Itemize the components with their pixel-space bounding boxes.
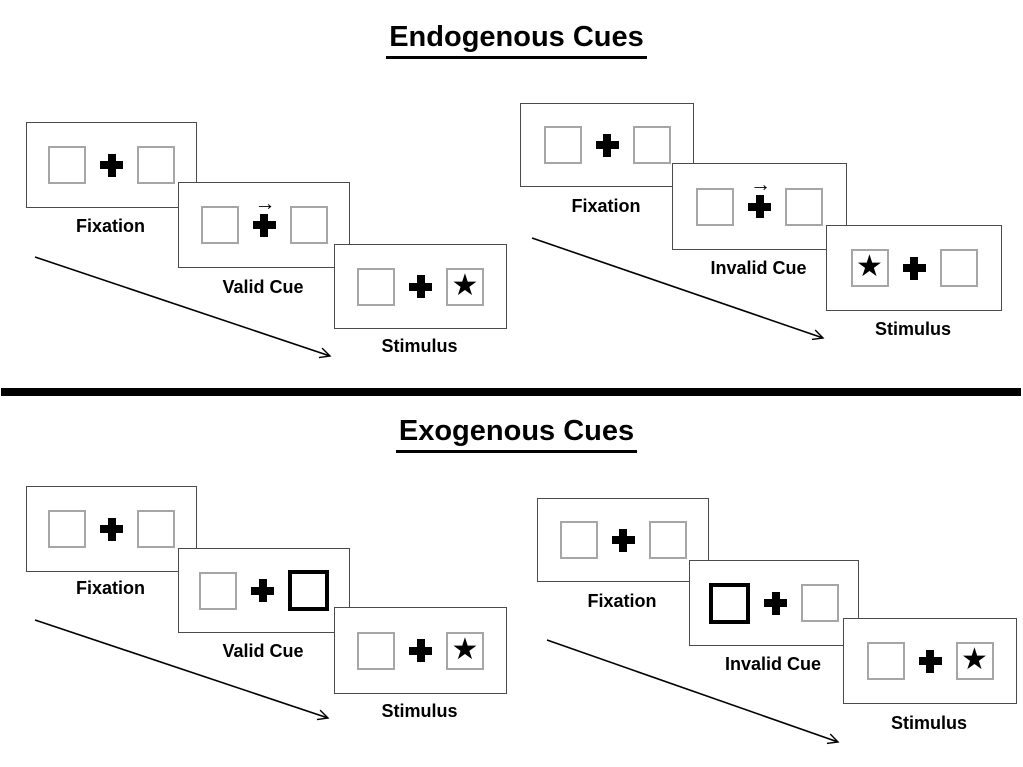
fixation-cross-icon: [764, 591, 787, 615]
right-box: [648, 521, 687, 559]
right-box: [137, 146, 175, 184]
stimulus-panel: ★: [334, 244, 507, 329]
cue-arrow-icon: →: [254, 191, 276, 215]
left-box: [357, 267, 395, 306]
invalid-cue-panel: [689, 560, 859, 646]
left-box: [543, 126, 582, 164]
fixation-panel: [520, 103, 694, 187]
right-box-highlighted-cue: [288, 570, 329, 611]
right-box: [289, 206, 328, 244]
fixation-panel: [537, 498, 709, 582]
section-title-exogenous: Exogenous Cues: [0, 415, 1023, 453]
left-box: [696, 187, 734, 226]
left-box: [559, 521, 598, 559]
sequence-arrow: [34, 256, 332, 359]
target-star-icon: ★: [451, 268, 479, 302]
invalid-cue-panel: →: [672, 163, 847, 250]
sequence-arrow: [531, 237, 825, 341]
panel-label-fixation: Fixation: [571, 196, 641, 216]
valid-cue-panel: [178, 548, 350, 633]
stimulus-panel: ★: [843, 618, 1017, 704]
fixation-cross-icon: [100, 153, 123, 177]
target-star-icon: ★: [856, 250, 883, 283]
panel-label-fixation: Fixation: [587, 591, 657, 611]
left-box: [48, 146, 86, 184]
fixation-cross-icon: →: [252, 193, 276, 237]
panel-label-stimulus: Stimulus: [381, 336, 458, 356]
left-box-highlighted-cue: [709, 582, 750, 624]
left-box: [200, 206, 239, 244]
section-title-text: Exogenous Cues: [395, 415, 638, 453]
target-star-icon: ★: [961, 643, 988, 676]
section-title-endogenous: Endogenous Cues: [0, 21, 1023, 59]
panel-label-stimulus: Stimulus: [890, 713, 967, 733]
panel-label-fixation: Fixation: [75, 216, 145, 236]
left-box: [866, 642, 905, 680]
panel-label-stimulus: Stimulus: [874, 319, 951, 339]
panel-label-valid-cue: Valid Cue: [222, 277, 304, 297]
fixation-cross-icon: [409, 639, 432, 662]
panel-label-fixation: Fixation: [75, 578, 145, 598]
stimulus-panel: ★: [826, 225, 1002, 311]
right-box: [939, 249, 978, 287]
valid-cue-panel: →: [178, 182, 350, 268]
fixation-cross-icon: →: [748, 174, 771, 218]
right-box: [137, 510, 175, 548]
panel-label-valid-cue: Valid Cue: [222, 641, 304, 661]
panel-label-invalid-cue: Invalid Cue: [710, 258, 807, 278]
fixation-panel: [26, 486, 197, 572]
fixation-cross-icon: [595, 133, 619, 157]
target-star-icon: ★: [451, 632, 479, 666]
fixation-cross-icon: [918, 649, 942, 673]
sequence-arrow: [34, 619, 330, 721]
sequence-arrow: [546, 639, 840, 745]
right-box: ★: [446, 267, 484, 306]
fixation-panel: [26, 122, 197, 208]
fixation-cross-icon: [611, 528, 635, 552]
fixation-cross-icon: [251, 579, 274, 602]
fixation-cross-icon: [409, 275, 432, 298]
left-box: ★: [850, 249, 889, 287]
section-divider: [1, 388, 1021, 396]
right-box: ★: [955, 642, 994, 680]
cue-arrow-icon: →: [750, 173, 772, 196]
fixation-cross-icon: [100, 517, 123, 541]
fixation-cross-icon: [902, 256, 926, 280]
right-box: [801, 584, 839, 622]
section-title-text: Endogenous Cues: [386, 21, 647, 59]
stimulus-panel: ★: [334, 607, 507, 694]
panel-label-stimulus: Stimulus: [381, 701, 458, 721]
left-box: [48, 510, 86, 548]
left-box: [357, 631, 395, 670]
panel-label-invalid-cue: Invalid Cue: [724, 654, 822, 674]
right-box: ★: [446, 631, 484, 670]
left-box: [199, 571, 237, 610]
right-box: [632, 126, 671, 164]
right-box: [785, 187, 823, 226]
